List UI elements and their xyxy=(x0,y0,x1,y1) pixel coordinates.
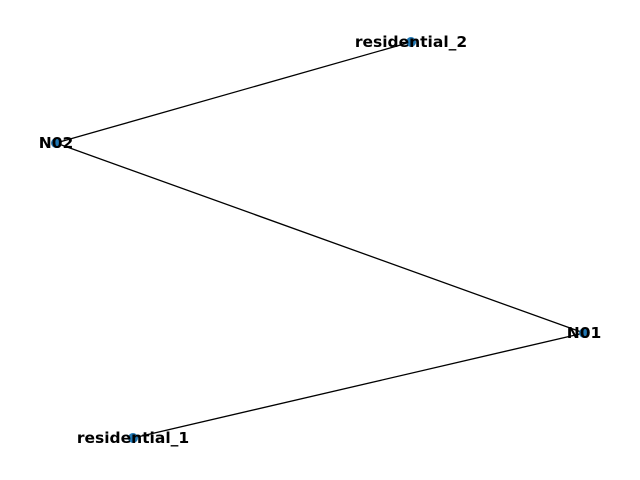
node-residential-1-dot xyxy=(128,433,138,443)
labels-layer: residential_2 N02 N01 residential_1 xyxy=(39,33,602,447)
node-n02-dot xyxy=(51,138,61,148)
node-n01-dot xyxy=(579,328,589,338)
node-n02-label: N02 xyxy=(39,134,74,152)
edge-n01-residential-1 xyxy=(132,332,585,439)
edges-layer xyxy=(55,41,585,439)
node-n01-label: N01 xyxy=(567,324,602,342)
node-residential-2-dot xyxy=(406,37,416,47)
edge-n02-residential-2 xyxy=(55,41,412,144)
nodes-layer xyxy=(51,37,589,443)
node-residential-2-label: residential_2 xyxy=(355,33,467,51)
edge-n02-n01 xyxy=(55,142,585,334)
node-residential-1-label: residential_1 xyxy=(77,429,189,447)
